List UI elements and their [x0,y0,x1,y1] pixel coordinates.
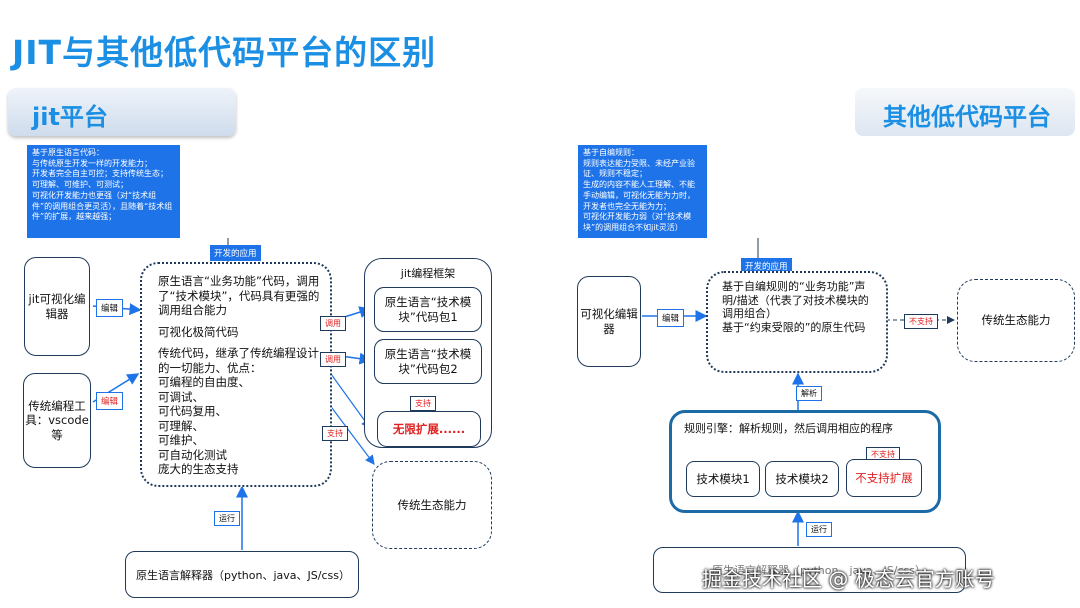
unlimited-extension[interactable]: 无限扩展...... [377,411,481,447]
jit-app-code-line [158,339,322,346]
traditional-ecosystem-right-label: 传统生态能力 [981,313,1051,328]
no-extension[interactable]: 不支持扩展 [846,459,922,497]
dev-app-tag-right: 开发的应用 [741,258,792,274]
tech-module-package-1[interactable]: 原生语言“技术模块”代码包1 [374,287,482,332]
jit-app-code-text: 原生语言“业务功能”代码，调用了“技术模块”，代码具有更强的调用组合能力 可视化… [158,274,322,477]
jit-app-code-line: 原生语言“业务功能”代码，调用了“技术模块”，代码具有更强的调用组合能力 [158,274,320,317]
jit-app-code-line: 可视化极简代码 [158,324,239,339]
traditional-ecosystem-left-label: 传统生态能力 [397,497,467,512]
jit-app-code-line: 可编程的自由度、 [158,375,250,389]
support-label-1: 支持 [410,396,436,411]
traditional-ide[interactable]: 传统编程工具：vscode等 [23,373,91,468]
traditional-ide-label: 传统编程工具：vscode等 [25,398,89,442]
jit-app-code-line: 可调试、 [158,389,204,404]
tech-module-2-label: 技术模块2 [775,471,829,486]
jit-app-code-line: 可自动化测试 [158,447,227,462]
page-title: JIT与其他低代码平台的区别 [12,33,437,72]
tech-module-1-label: 技术模块1 [696,471,750,486]
other-visual-editor-label: 可视化编辑器 [580,307,638,336]
other-disadvantages-note: 基于自编规则： 规则表达能力受限、未经产业验证、规则不稳定； 生成的内容不能人工… [578,145,707,238]
unlimited-extension-label: 无限扩展...... [392,422,466,436]
jit-app-code-line: 可代码复用、 [158,404,227,418]
jit-app-code-line: 可理解、 [158,418,204,433]
tech-module-2[interactable]: 技术模块2 [765,461,839,497]
native-interpreter-left-label: 原生语言解释器（python、java、JS/css） [136,569,350,582]
rule-engine-title: 规则引擎：解析规则，然后调用相应的程序 [684,422,893,435]
traditional-ecosystem-right: 传统生态能力 [957,279,1075,362]
tech-module-package-2-label: 原生语言“技术模块”代码包2 [384,347,472,376]
no-extension-label: 不支持扩展 [855,471,913,485]
run-label-left: 运行 [214,511,240,526]
jit-app-code-line: 可维护、 [158,433,204,447]
other-visual-editor[interactable]: 可视化编辑器 [577,276,641,367]
jit-platform-header: jit平台 [8,88,236,136]
call-label-1: 调用 [320,316,346,331]
parse-label: 解析 [796,386,822,401]
native-interpreter-right: 原生语言解释器（python、java、JS/css） [653,547,966,593]
other-platform-header: 其他低代码平台 [855,88,1075,136]
jit-app-code-line: 传统代码，继承了传统编程设计的一切能力、优点： [158,346,319,375]
run-label-right: 运行 [806,522,832,537]
tech-module-package-1-label: 原生语言“技术模块”代码包1 [384,295,472,324]
jit-advantages-note: 基于原生语言代码： 与传统原生开发一样的开发能力； 开发者完全自主可控；支持传统… [27,145,180,238]
native-interpreter-left: 原生语言解释器（python、java、JS/css） [125,551,359,598]
support-label-2: 支持 [322,426,348,441]
native-interpreter-right-label: 原生语言解释器（python、java、JS/css） [712,564,926,577]
tech-module-1[interactable]: 技术模块1 [686,461,760,497]
watermark: 掘金技术社区 @ 极态云官方账号 [702,567,995,591]
edit-label-right: 编辑 [657,309,685,327]
other-platform-header-label: 其他低代码平台 [883,103,1051,131]
jit-app-code-line [158,318,322,325]
rule-declaration-box: 基于自编规则的“业务功能”声明/描述（代表了对技术模块的调用组合） 基于“约束受… [706,271,888,373]
jit-app-code-line: 庞大的生态支持 [158,462,239,476]
dev-app-tag-left: 开发的应用 [210,245,261,261]
not-support-label-1: 不支持 [904,314,938,329]
edit-label-2: 编辑 [96,392,124,410]
traditional-ecosystem-left: 传统生态能力 [372,461,492,549]
call-label-2: 调用 [320,352,346,367]
jit-framework-title: jit编程框架 [400,267,456,280]
tech-module-package-2[interactable]: 原生语言“技术模块”代码包2 [374,339,482,384]
jit-visual-editor[interactable]: jit可视化编辑器 [24,257,90,356]
jit-platform-header-label: jit平台 [32,103,108,131]
edit-label-1: 编辑 [96,299,124,317]
jit-app-code-box: 原生语言“业务功能”代码，调用了“技术模块”，代码具有更强的调用组合能力 可视化… [140,262,332,487]
jit-visual-editor-label: jit可视化编辑器 [28,292,86,321]
